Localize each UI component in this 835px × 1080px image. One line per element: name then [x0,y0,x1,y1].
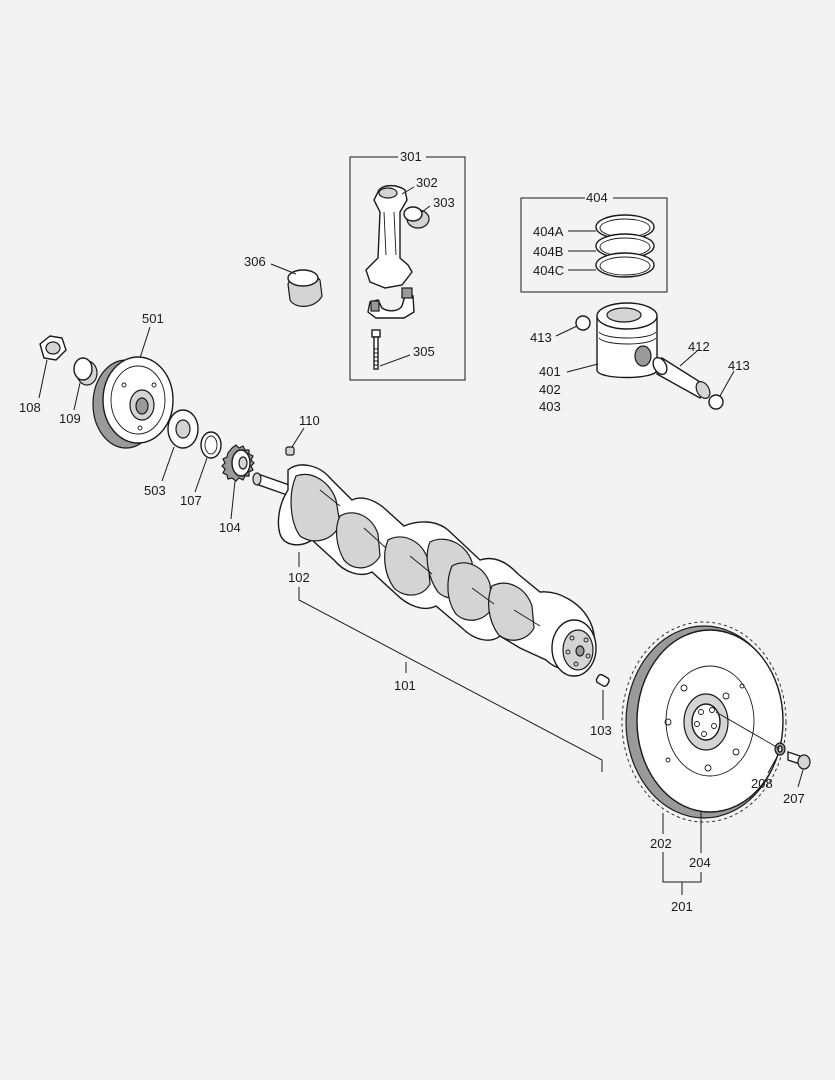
dowel-pin-103: 103 [590,673,612,738]
callout-301: 301 [400,149,422,164]
callout-102: 102 [288,570,310,585]
callout-305: 305 [413,344,435,359]
woodruff-key-110 [285,446,295,456]
callout-402: 402 [539,382,561,397]
callout-503: 503 [144,483,166,498]
callout-412: 412 [688,339,710,354]
bracket-101: 101 [298,587,603,772]
callout-201: 201 [671,899,693,914]
callout-404B: 404B [533,244,563,259]
flywheel-bolt-207 [787,751,811,770]
callout-401: 401 [539,364,561,379]
piston-ring-group: 404 404A 404B 404C [520,190,668,293]
callout-404A: 404A [533,224,564,239]
callout-108: 108 [19,400,41,415]
flywheel-group: 208 207 202 204 201 [621,621,811,914]
callout-501: 501 [142,311,164,326]
connecting-rod-group: 301 302 303 305 [349,149,466,381]
callout-107: 107 [180,493,202,508]
main-bearing-306: 306 [244,254,323,307]
callout-101: 101 [394,678,416,693]
callout-403: 403 [539,399,561,414]
crank-pulley-501 [92,356,174,449]
callout-109: 109 [59,411,81,426]
flywheel-204 [621,621,787,823]
callout-302: 302 [416,175,438,190]
callout-413-right: 413 [728,358,750,373]
callout-404: 404 [586,190,608,205]
callout-207: 207 [783,791,805,806]
piston-assembly: 413 401 402 403 412 413 [530,302,750,414]
piston-pin-412 [652,356,711,399]
timing-gear-group: 104 110 [219,413,320,535]
callout-202: 202 [650,836,672,851]
crankshaft-102: 102 [252,464,597,677]
crank-gear-104 [221,444,255,482]
callout-104: 104 [219,520,241,535]
bearing-bushing-303 [403,206,430,229]
callout-404C: 404C [533,263,564,278]
callout-208: 208 [751,776,773,791]
callout-110: 110 [299,413,320,428]
pulley-group: 108 109 501 503 107 [19,311,222,508]
callout-413-left: 413 [530,330,552,345]
cap-bolt-305 [371,329,381,370]
callout-103: 103 [590,723,612,738]
callout-306: 306 [244,254,266,269]
callout-204: 204 [689,855,711,870]
callout-303: 303 [433,195,455,210]
